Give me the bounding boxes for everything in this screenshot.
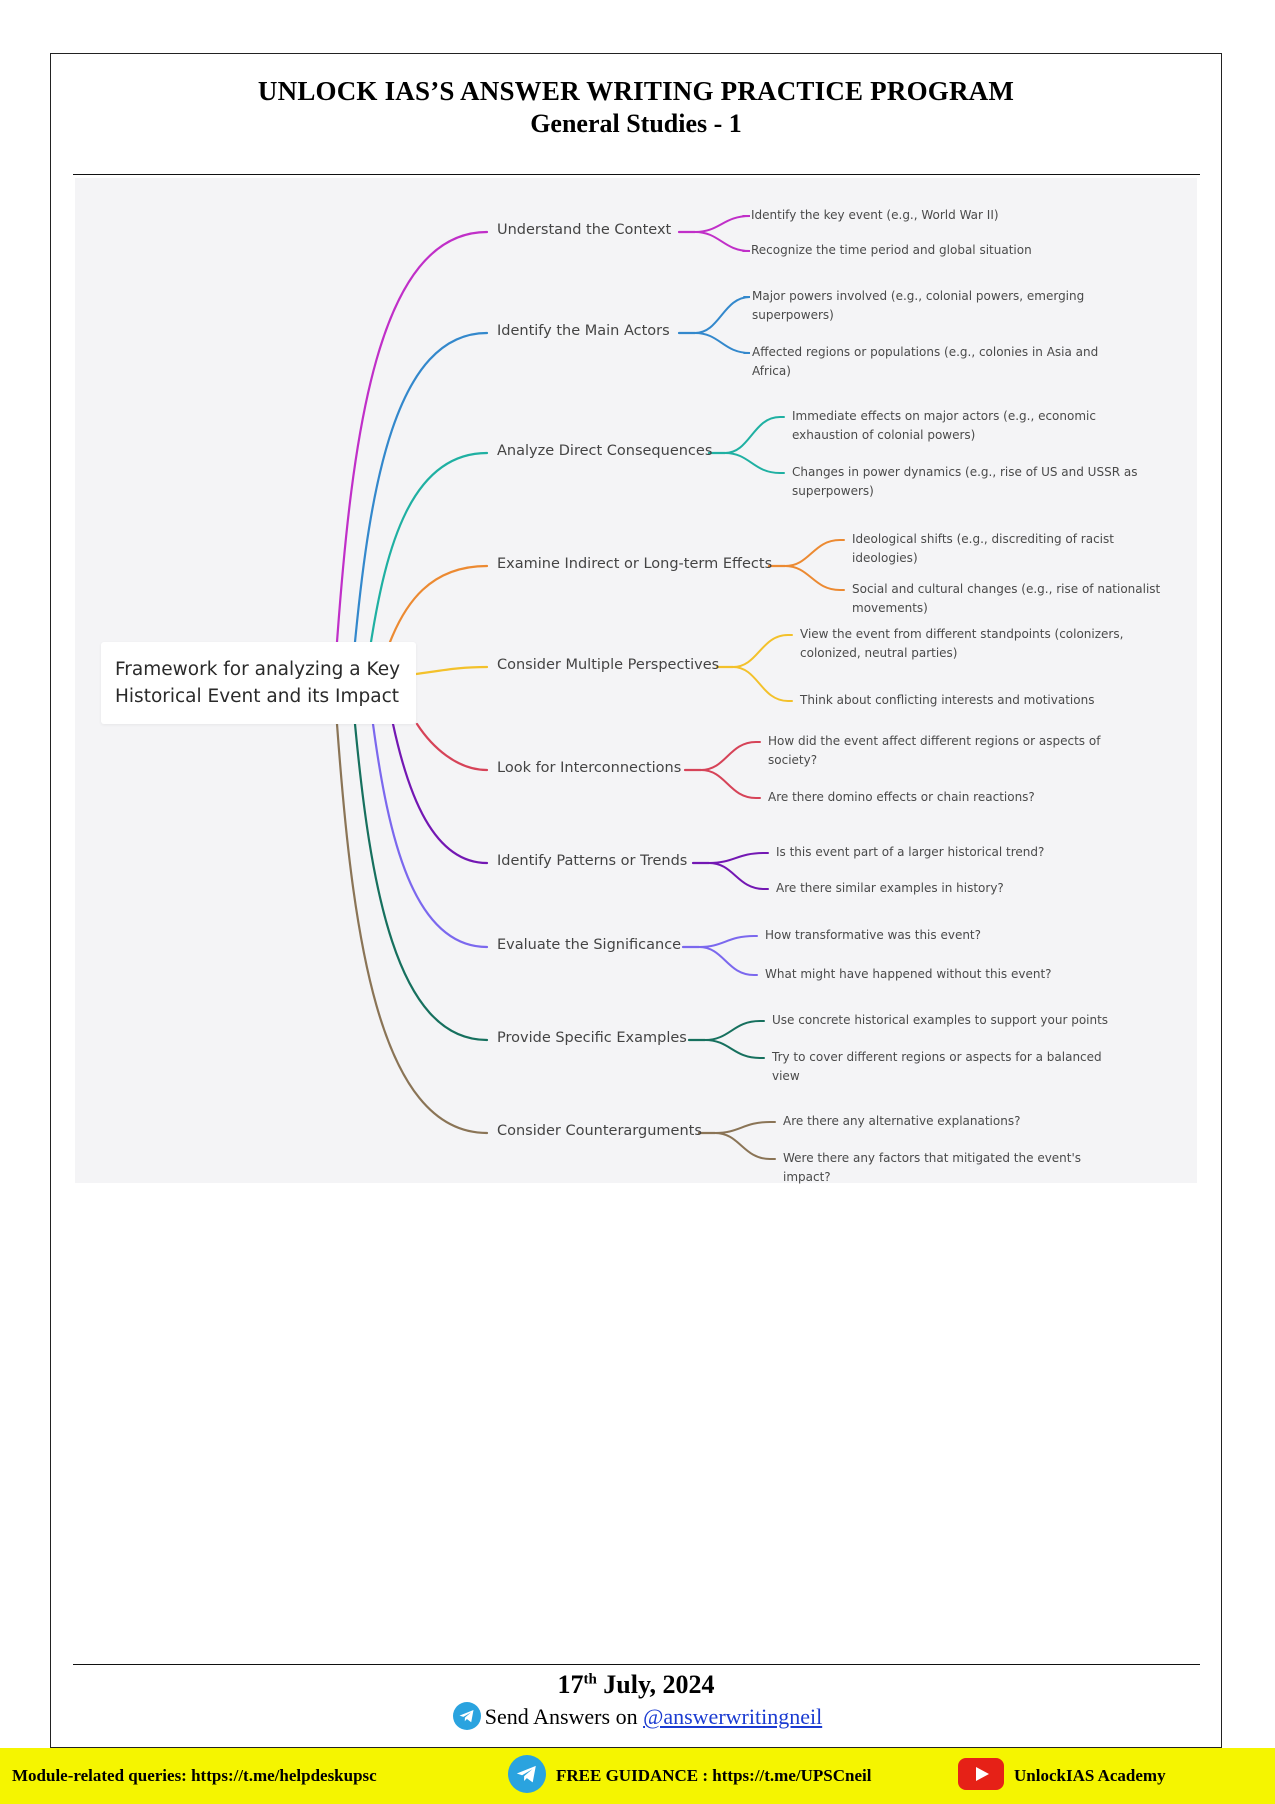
leaf-label: Social and cultural changes (e.g., rise …	[852, 582, 1161, 615]
module-queries-text: Module-related queries: https://t.me/hel…	[12, 1766, 377, 1785]
youtube-icon	[958, 1757, 1004, 1795]
leaf-connector	[704, 1039, 765, 1059]
branch-connector	[335, 230, 489, 644]
date: 17th July, 2024	[50, 1670, 1222, 1700]
branch-connector	[391, 722, 489, 865]
leaf-label: Are there any alternative explanations?	[783, 1114, 1021, 1128]
leaf-label: Affected regions or populations (e.g., c…	[752, 345, 1099, 378]
page-border	[50, 53, 1222, 1748]
leaf-connector	[700, 769, 761, 799]
leaf-connector	[700, 741, 761, 771]
leaf-label: Changes in power dynamics (e.g., rise of…	[792, 465, 1138, 498]
page-header: UNLOCK IAS’S ANSWER WRITING PRACTICE PRO…	[50, 76, 1222, 139]
leaf-label: What might have happened without this ev…	[765, 967, 1052, 981]
leaf-connector	[724, 416, 785, 454]
leaf-label: Use concrete historical examples to supp…	[772, 1013, 1109, 1027]
leaf-connector	[708, 862, 769, 890]
leaf-connector	[714, 1132, 776, 1160]
date-day: 17	[557, 1670, 584, 1699]
branch-label: Consider Counterarguments	[497, 1123, 702, 1139]
free-guidance-text: FREE GUIDANCE : https://t.me/UPSCneil	[556, 1766, 872, 1785]
leaf-connector	[698, 946, 758, 976]
mindmap: Framework for analyzing a Key Historical…	[75, 178, 1197, 1184]
branch-label: Look for Interconnections	[497, 760, 682, 776]
leaf-label: Try to cover different regions or aspect…	[772, 1050, 1102, 1083]
branch-connector	[414, 665, 489, 676]
mindmap-root-label: Framework for analyzing a Key Historical…	[115, 659, 401, 707]
answer-handle-link[interactable]: @answerwritingneil	[643, 1704, 823, 1729]
telegram-icon	[452, 1702, 481, 1736]
leaf-connector	[694, 215, 751, 233]
leaf-connector	[694, 231, 751, 252]
branch-label: Identify the Main Actors	[497, 323, 670, 339]
leaf-label: Is this event part of a larger historica…	[776, 845, 1045, 859]
send-answers: Send Answers on @answerwritingneil	[0, 1702, 1275, 1736]
leaf-label: Were there any factors that mitigated th…	[783, 1151, 1082, 1184]
mindmap-connectors	[335, 215, 845, 1160]
branch-label: Provide Specific Examples	[497, 1030, 687, 1046]
footer-bar: Module-related queries: https://t.me/hel…	[0, 1748, 1275, 1804]
branch-connector	[353, 331, 489, 644]
youtube-link[interactable]: UnlockIAS Academy	[958, 1748, 1166, 1804]
leaf-label: Identify the key event (e.g., World War …	[751, 208, 999, 222]
leaf-connector	[714, 1121, 776, 1134]
branch-connector	[335, 722, 489, 1135]
branch-connector	[353, 722, 489, 1042]
leaf-label: Ideological shifts (e.g., discrediting o…	[852, 532, 1114, 565]
header-divider	[73, 174, 1200, 175]
leaf-label: Are there domino effects or chain reacti…	[768, 790, 1035, 804]
leaf-label: How did the event affect different regio…	[768, 734, 1101, 767]
branch-label: Examine Indirect or Long-term Effects	[497, 556, 773, 572]
leaf-connector	[698, 935, 758, 948]
date-rest: July, 2024	[596, 1670, 715, 1699]
leaf-connector	[784, 565, 845, 591]
leaf-connector	[732, 634, 793, 668]
leaf-connector	[732, 666, 793, 702]
youtube-text: UnlockIAS Academy	[1014, 1766, 1166, 1785]
module-queries-link[interactable]: Module-related queries: https://t.me/hel…	[12, 1748, 377, 1804]
page-subtitle: General Studies - 1	[530, 109, 742, 138]
free-guidance-link[interactable]: FREE GUIDANCE : https://t.me/UPSCneil	[508, 1748, 871, 1804]
leaf-label: How transformative was this event?	[765, 928, 982, 942]
leaf-label: Major powers involved (e.g., colonial po…	[752, 289, 1085, 322]
branch-connector	[388, 564, 489, 644]
leaf-connector	[784, 539, 845, 567]
leaf-connector	[694, 332, 751, 354]
leaf-label: Think about conflicting interests and mo…	[800, 693, 1095, 707]
branch-label: Identify Patterns or Trends	[497, 853, 688, 869]
branch-label: Analyze Direct Consequences	[497, 443, 713, 459]
branch-connector	[415, 722, 489, 772]
branch-label: Consider Multiple Perspectives	[497, 657, 720, 673]
page-title: UNLOCK IAS’S ANSWER WRITING PRACTICE PRO…	[257, 76, 1015, 106]
date-suffix: th	[583, 1671, 597, 1688]
leaf-label: Immediate effects on major actors (e.g.,…	[792, 409, 1096, 442]
send-label: Send Answers on	[484, 1704, 644, 1729]
leaf-connector	[708, 852, 769, 864]
branch-label: Evaluate the Significance	[497, 937, 682, 953]
leaf-label: Are there similar examples in history?	[776, 881, 1004, 895]
branch-connector	[371, 722, 489, 949]
leaf-label: View the event from different standpoint…	[800, 627, 1124, 660]
branch-connector	[369, 451, 489, 644]
leaf-label: Recognize the time period and global sit…	[751, 243, 1032, 257]
leaf-connector	[694, 296, 751, 334]
footer-divider	[73, 1664, 1200, 1665]
telegram-icon	[508, 1754, 546, 1798]
mindmap-root-box	[101, 642, 416, 724]
leaf-connector	[724, 452, 785, 474]
leaf-connector	[704, 1020, 765, 1041]
branch-label: Understand the Context	[497, 222, 672, 238]
